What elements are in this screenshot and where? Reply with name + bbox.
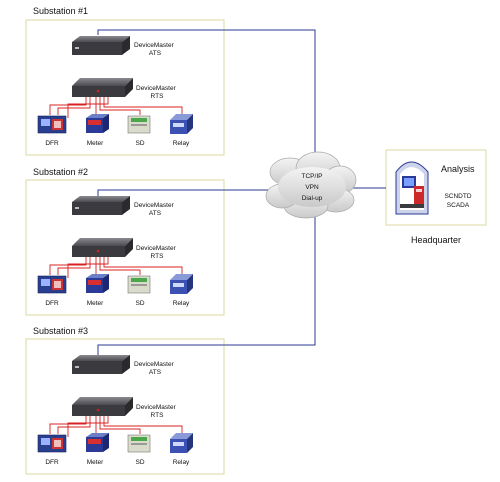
headquarter-system-scada: SCADA <box>447 202 470 209</box>
cloud-label-tcpip: TCP/IP <box>302 173 323 180</box>
meter-device <box>86 114 109 133</box>
dfr-label: DFR <box>45 300 59 307</box>
sd-device <box>127 434 151 453</box>
link-substation-1 <box>97 29 316 170</box>
rts-label-line2: RTS <box>151 253 165 260</box>
network-cloud: TCP/IP VPN Dial-up <box>265 151 357 219</box>
headquarter-analysis-title: Analysis <box>441 164 475 174</box>
rts-label-line1: DeviceMaster <box>136 85 177 92</box>
ats-label-line2: ATS <box>149 210 162 217</box>
meter-label: Meter <box>87 140 104 147</box>
ats-label-line2: ATS <box>149 50 162 57</box>
relay-device <box>170 274 193 294</box>
rts-device <box>72 238 133 257</box>
rts-device <box>72 397 133 416</box>
network-links <box>97 29 386 355</box>
cloud-label-dialup: Dial-up <box>302 195 323 202</box>
dfr-device <box>37 434 67 453</box>
link-substation-2 <box>97 189 270 196</box>
substation-3: DeviceMaster ATS DeviceMaster RTS <box>37 355 193 466</box>
rts-label-line1: DeviceMaster <box>136 404 177 411</box>
ats-device <box>72 36 130 55</box>
rts-label-line2: RTS <box>151 412 165 419</box>
sd-label: SD <box>135 140 144 147</box>
dfr-label: DFR <box>45 459 59 466</box>
relay-label: Relay <box>173 459 190 466</box>
substation-1-title: Substation #1 <box>33 6 89 16</box>
ats-device <box>72 355 130 374</box>
rts-label-line2: RTS <box>151 93 165 100</box>
sd-device <box>127 115 151 134</box>
ats-device <box>72 196 130 215</box>
relay-device <box>170 433 193 453</box>
rts-device <box>72 78 133 97</box>
rts-label-line1: DeviceMaster <box>136 245 177 252</box>
substation-3-title: Substation #3 <box>33 326 89 336</box>
dfr-device <box>37 115 67 134</box>
cloud-label-vpn: VPN <box>305 184 319 191</box>
relay-label: Relay <box>173 140 190 147</box>
ats-label-line1: DeviceMaster <box>134 42 175 49</box>
meter-device <box>86 274 109 293</box>
link-substation-3 <box>97 212 316 355</box>
substation-2: DeviceMaster ATS DeviceMaster RTS <box>37 196 193 307</box>
headquarter-caption: Headquarter <box>411 235 461 245</box>
substation-2-title: Substation #2 <box>33 167 89 177</box>
relay-device <box>170 114 193 134</box>
meter-label: Meter <box>87 459 104 466</box>
ats-label-line2: ATS <box>149 369 162 376</box>
sd-label: SD <box>135 459 144 466</box>
sd-device <box>127 275 151 294</box>
dfr-device <box>37 275 67 294</box>
dfr-label: DFR <box>45 140 59 147</box>
meter-device <box>86 433 109 452</box>
relay-label: Relay <box>173 300 190 307</box>
meter-label: Meter <box>87 300 104 307</box>
ats-label-line1: DeviceMaster <box>134 361 175 368</box>
ats-label-line1: DeviceMaster <box>134 202 175 209</box>
substation-1: DeviceMaster ATS DeviceMaster RTS <box>37 36 193 147</box>
analysis-workstation-icon <box>395 161 429 215</box>
headquarter-system-scndtd: SCNDTD <box>444 193 471 200</box>
sd-label: SD <box>135 300 144 307</box>
